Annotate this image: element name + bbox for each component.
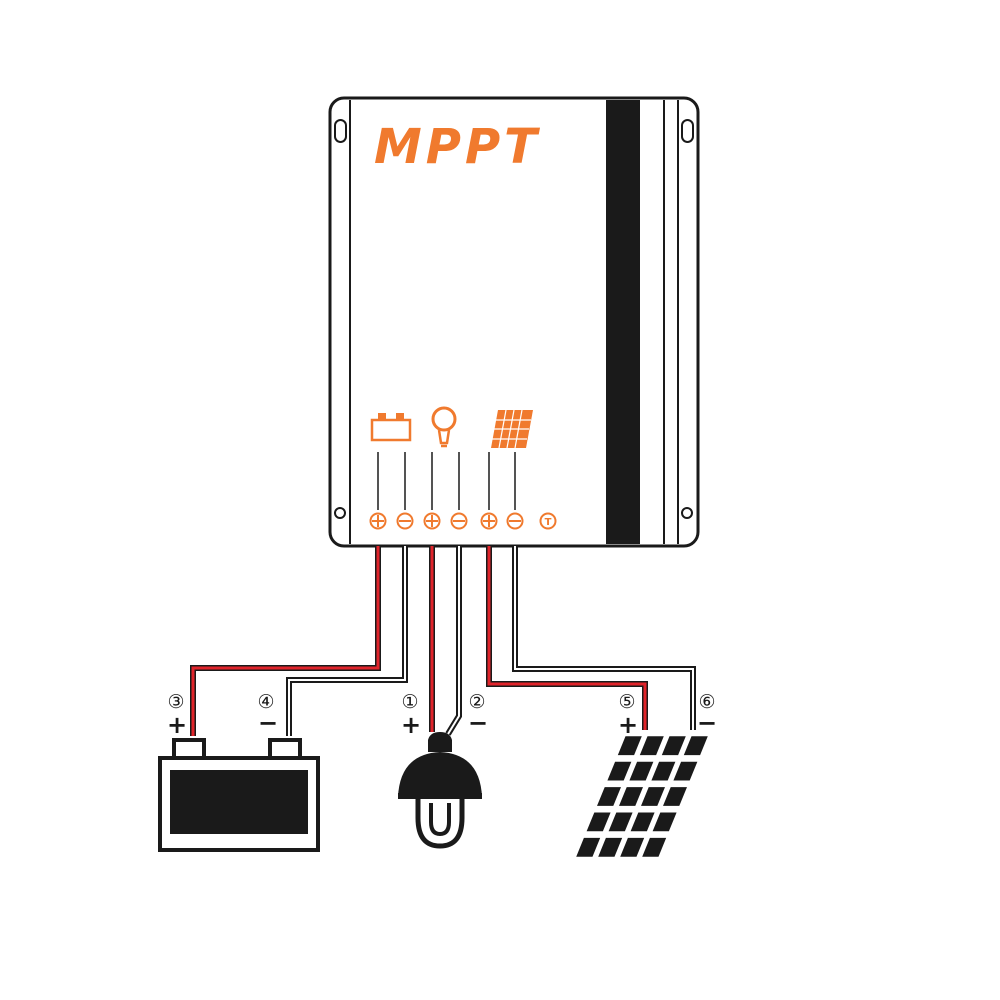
solar-cell xyxy=(629,761,654,781)
bulb-icon xyxy=(431,406,457,448)
solar-panel-icon xyxy=(491,409,533,449)
temp-symbol-label: T xyxy=(545,517,552,528)
brand-title: MPPT xyxy=(374,119,541,175)
terminal-5-solar-pos xyxy=(480,512,498,530)
battery-pos-sign: + xyxy=(167,711,187,739)
solar-cell xyxy=(652,812,677,832)
lamp-icon xyxy=(398,732,482,849)
solar-cell xyxy=(597,787,621,806)
battery-neg-number: ④ xyxy=(257,691,274,713)
mounting-hole-bottom-right xyxy=(681,507,693,519)
wire-battery-negative xyxy=(286,546,408,736)
solar-cell xyxy=(598,837,623,857)
terminal-6-solar-neg xyxy=(506,512,524,530)
solar-pos-number: ⑤ xyxy=(618,691,635,713)
solar-module-icon xyxy=(576,736,708,857)
solar-cell xyxy=(641,787,665,806)
wire-load-negative xyxy=(445,546,462,736)
heatsink-stripe xyxy=(606,100,640,544)
temperature-sensor-terminal: T xyxy=(539,512,557,530)
solar-cell xyxy=(619,787,643,806)
terminal-3-load-pos xyxy=(423,512,441,530)
solar-neg-number: ⑥ xyxy=(698,691,715,713)
battery-device xyxy=(158,738,320,852)
solar-cell xyxy=(608,812,633,832)
load-neg-sign: − xyxy=(468,709,488,737)
solar-cell xyxy=(620,837,645,857)
solar-cell xyxy=(586,812,611,832)
load-neg-number: ② xyxy=(468,691,485,713)
battery-pos-number: ③ xyxy=(167,691,184,713)
solar-cell xyxy=(617,736,642,756)
wire-solar-positive xyxy=(486,546,648,730)
mounting-hole-top-left xyxy=(334,119,347,143)
solar-neg-sign: − xyxy=(697,709,717,737)
solar-cell xyxy=(642,837,667,857)
mounting-hole-bottom-left xyxy=(334,507,346,519)
solar-pos-sign: + xyxy=(618,711,638,739)
wire-solar-negative xyxy=(512,546,696,730)
terminal-4-load-neg xyxy=(450,512,468,530)
battery-icon xyxy=(370,413,412,442)
mounting-hole-top-right xyxy=(681,119,694,143)
solar-cell xyxy=(673,761,698,781)
solar-cell xyxy=(630,812,655,832)
battery-neg-sign: − xyxy=(258,709,278,737)
load-pos-sign: + xyxy=(401,711,421,739)
solar-cell xyxy=(651,761,676,781)
load-pos-number: ① xyxy=(401,691,418,713)
controller-housing xyxy=(328,96,700,548)
solar-cell xyxy=(683,736,708,756)
terminal-1-battery-pos xyxy=(369,512,387,530)
solar-cell xyxy=(639,736,664,756)
wire-battery-positive xyxy=(190,546,381,736)
terminal-leader-lines xyxy=(377,452,516,510)
solar-cell xyxy=(576,837,601,857)
terminal-2-battery-neg xyxy=(396,512,414,530)
solar-cell xyxy=(663,787,687,806)
solar-cell xyxy=(661,736,686,756)
solar-cell xyxy=(607,761,632,781)
